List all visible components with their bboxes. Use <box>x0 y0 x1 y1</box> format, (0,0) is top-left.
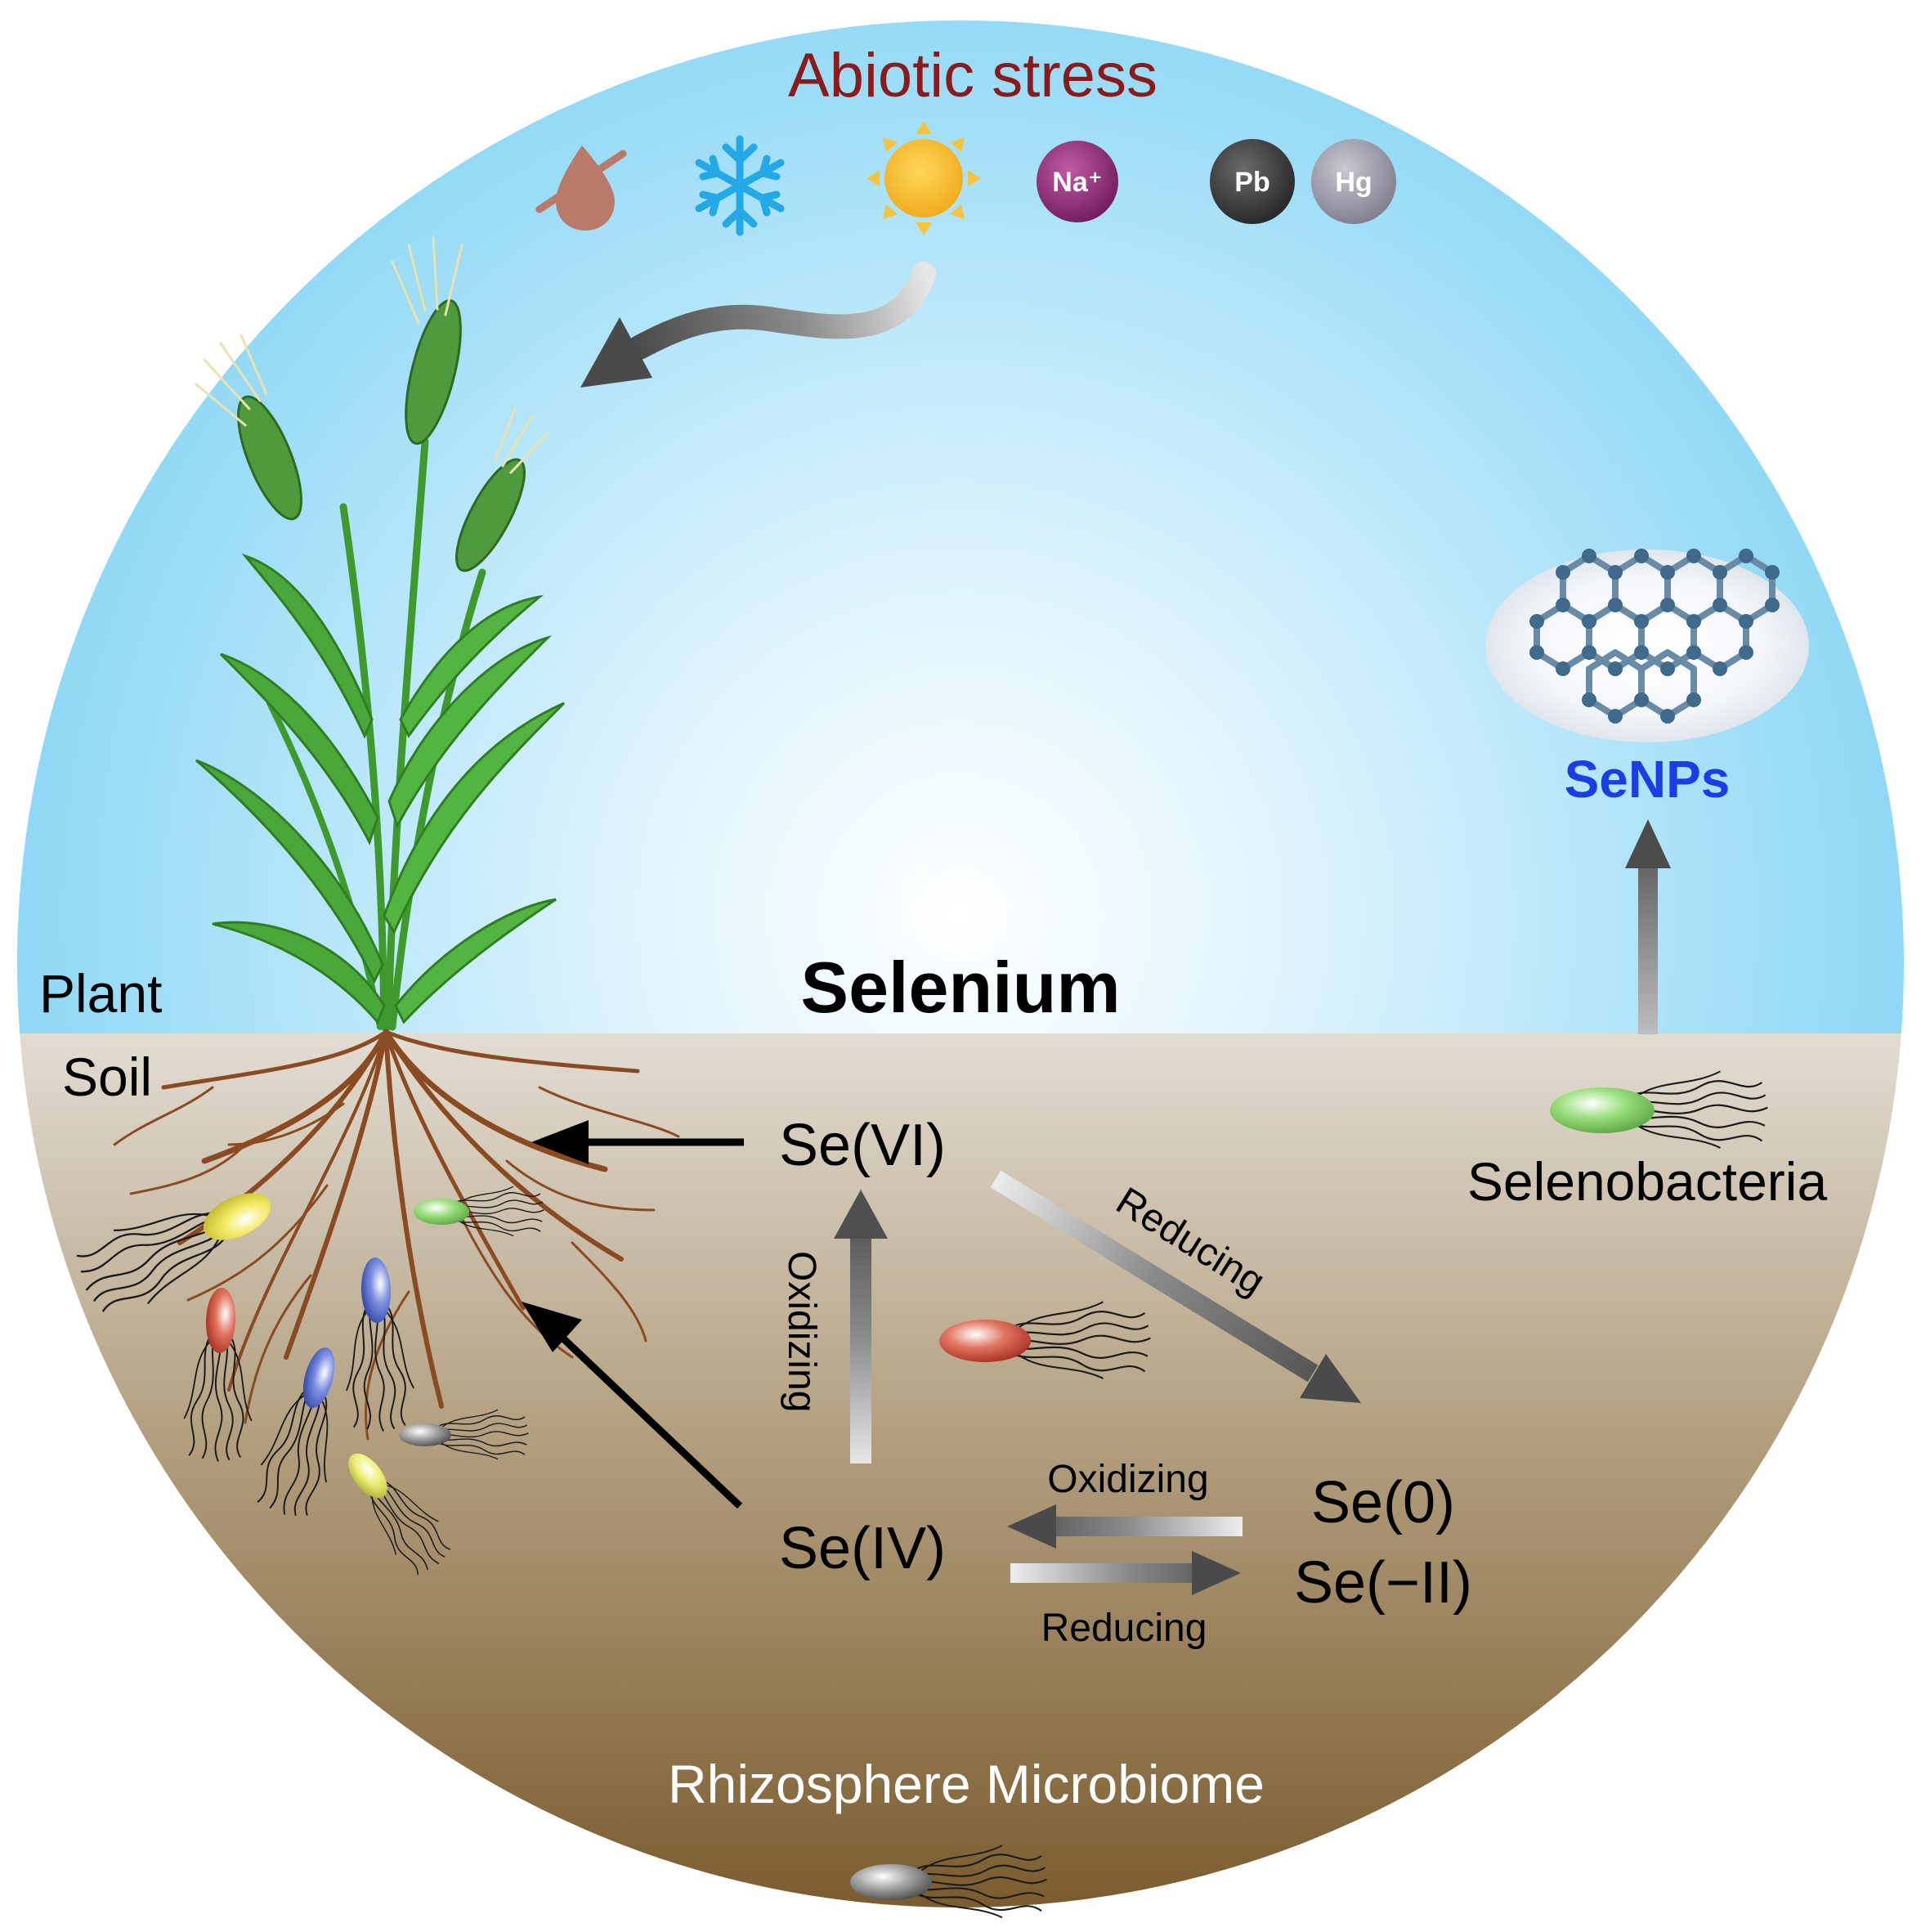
se-vi-to-roots-arrow <box>531 1120 744 1164</box>
reducing-diagonal-arrow <box>990 1170 1361 1403</box>
oxidizing-left-arrow <box>1007 1504 1243 1549</box>
reducing-right-arrow <box>1010 1551 1241 1595</box>
se-iv-to-roots-arrow <box>522 1302 743 1509</box>
root-bacterium-red <box>181 1288 256 1464</box>
selenobacteria-label: Selenobacteria <box>1467 1151 1828 1212</box>
oxidizing-vertical-arrow <box>834 1190 888 1464</box>
root-bacterium-blue-2 <box>249 1347 350 1524</box>
se-iv-label: Se(IV) <box>779 1516 946 1581</box>
lead-pb-icon: Pb <box>1210 139 1295 224</box>
wheat-plant <box>195 235 566 1031</box>
selenobacterium <box>1550 1070 1769 1150</box>
plant-label: Plant <box>39 963 162 1024</box>
root-bacterium-yellow <box>67 1186 271 1326</box>
drought-icon <box>535 146 627 231</box>
salinity-na-icon: Na⁺ <box>1037 141 1118 222</box>
heat-sun-icon <box>866 121 981 235</box>
se-vi-label: Se(VI) <box>779 1113 946 1178</box>
root-bacterium-green <box>414 1186 545 1237</box>
selenium-nanoparticles-network <box>1485 549 1809 742</box>
oxidizing-vertical-label: Oxidizing <box>780 1251 823 1412</box>
reducing-horizontal-label: Reducing <box>1041 1607 1207 1650</box>
middle-bacterium-red <box>939 1301 1152 1380</box>
bottom-bacterium-gray <box>850 1845 1048 1919</box>
svg-text:Hg: Hg <box>1335 167 1372 198</box>
root-bacterium-blue-1 <box>343 1257 416 1433</box>
se-0-label: Se(0) <box>1311 1470 1455 1535</box>
cold-snowflake-icon <box>695 135 785 236</box>
mercury-hg-icon: Hg <box>1311 139 1396 224</box>
se-minus-ii-label: Se(−II) <box>1294 1550 1472 1616</box>
rhizosphere-microbiome-label: Rhizosphere Microbiome <box>668 1754 1265 1814</box>
root-bacterium-lemon <box>348 1453 460 1582</box>
selenobacteria-to-senps-arrow <box>1625 819 1671 1034</box>
svg-text:Pb: Pb <box>1234 167 1269 198</box>
stress-to-plant-arrow <box>580 262 936 388</box>
root-bacterium-gray <box>399 1409 530 1460</box>
soil-label: Soil <box>62 1047 152 1107</box>
abiotic-stress-title: Abiotic stress <box>788 41 1158 110</box>
svg-text:Na⁺: Na⁺ <box>1052 167 1102 198</box>
plant-roots <box>113 1029 680 1441</box>
senps-label: SeNPs <box>1565 750 1731 809</box>
selenium-title: Selenium <box>800 947 1120 1028</box>
oxidizing-horizontal-label: Oxidizing <box>1047 1458 1208 1501</box>
